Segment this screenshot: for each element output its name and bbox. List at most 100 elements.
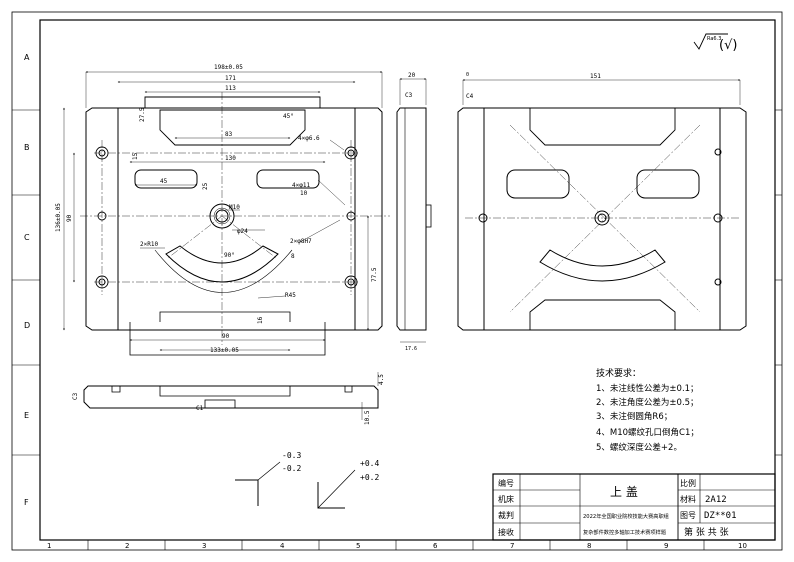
front-slot-left <box>134 169 198 189</box>
dim-text: 2×R10 <box>140 241 158 248</box>
dim-text: 45 <box>160 178 168 185</box>
border-ticks <box>12 109 782 550</box>
dim-text: 0 <box>466 72 469 78</box>
dim-text: 130 <box>225 155 236 162</box>
title-label: 接收 <box>498 527 514 537</box>
dim-text: 90° <box>224 252 235 259</box>
row-label: C <box>24 233 30 242</box>
right-arc-slot <box>539 249 666 282</box>
dim-text: C1 <box>196 405 204 412</box>
front-dim-texts: 198±0.05 171 113 83 27.5 45° 4×φ6.6 130 … <box>55 64 378 354</box>
dim-text: 4×φ11 <box>292 182 310 189</box>
dim-text: 25 <box>202 182 209 190</box>
border-row-labels: A B C D E F <box>24 53 30 507</box>
roughness-symbol: Ra6.3 (√) <box>693 33 737 53</box>
dim-text: 8 <box>291 253 295 260</box>
dim-text: 136±0.05 <box>55 203 62 232</box>
front-outline <box>85 107 383 331</box>
border-col-labels: 1 2 3 4 5 6 7 8 9 10 <box>47 542 747 550</box>
dim-text: 16 <box>257 316 264 324</box>
row-label: D <box>24 321 30 330</box>
tech-item: 5、螺纹深度公差+2。 <box>596 442 682 453</box>
roughness-value: Ra6.3 <box>707 36 721 42</box>
right-outline <box>457 107 747 331</box>
tech-item: 3、未注倒圆角R6； <box>596 411 672 422</box>
scale-label: 比例 <box>680 478 696 488</box>
title-label: 裁判 <box>498 510 514 520</box>
bottom-outline <box>83 385 379 409</box>
tech-item: 1、未注线性公差为±0.1； <box>596 383 699 394</box>
dim-text: 198±0.05 <box>214 64 243 71</box>
dim-text: 27.5 <box>139 107 146 122</box>
col-label: 10 <box>738 542 747 550</box>
dim-text: 151 <box>590 73 601 80</box>
dim-text: C3 <box>72 392 79 400</box>
material-value: 2A12 <box>705 495 727 505</box>
front-holes <box>95 146 358 289</box>
tolerance-lower: +0.2 <box>360 473 379 482</box>
drawing-no-value: DZ**01 <box>704 511 737 521</box>
front-centerlines <box>80 92 390 345</box>
dim-text: 83 <box>225 131 233 138</box>
dim-text: 4.5 <box>378 374 385 385</box>
dim-text: 90 <box>66 214 73 222</box>
col-label: 9 <box>664 542 668 550</box>
title-label: 机床 <box>498 494 514 504</box>
tech-requirements: 技术要求： 1、未注线性公差为±0.1； 2、未注角度公差为±0.5； 3、未注… <box>596 367 699 453</box>
dim-text: 90 <box>222 333 230 340</box>
dim-text: 77.5 <box>371 267 378 282</box>
col-label: 7 <box>510 542 514 550</box>
tolerance-lower: -0.2 <box>282 464 301 473</box>
dim-text: M10 <box>229 204 240 211</box>
dim-text: 10.5 <box>364 410 371 425</box>
side-outline <box>396 107 427 331</box>
dim-text: 113 <box>225 85 236 92</box>
dim-text: 17.6 <box>405 346 417 352</box>
col-label: 5 <box>356 542 360 550</box>
dim-text: C4 <box>466 93 474 100</box>
dim-text: 10 <box>300 190 308 197</box>
competition-line1: 2022年全国职业院校技能大赛高职组 <box>583 512 669 520</box>
row-label: F <box>24 498 29 507</box>
dim-text: 133±0.05 <box>210 347 239 354</box>
row-label: B <box>24 143 30 152</box>
bottom-view: C3 C1 4.5 10.5 <box>72 372 385 425</box>
roughness-suffix: (√) <box>719 38 737 53</box>
dim-text: 45° <box>283 113 294 120</box>
right-slot-left <box>506 169 570 199</box>
material-label: 材料 <box>680 494 696 504</box>
drawing-no-label: 图号 <box>680 511 696 520</box>
tech-item: 4、M10螺纹孔口倒角C1； <box>596 427 699 438</box>
dim-text: C3 <box>405 92 413 99</box>
dim-text: 15 <box>132 152 139 160</box>
sheet-count: 第 张 共 张 <box>684 526 729 538</box>
dim-text: 4×φ6.6 <box>298 135 320 142</box>
title-label: 编号 <box>498 478 514 488</box>
competition-line2: 复杂部件数控多轴加工技术赛项样题 <box>583 528 666 536</box>
col-label: 6 <box>433 542 438 550</box>
front-view: 198±0.05 171 113 83 27.5 45° 4×φ6.6 130 … <box>55 64 390 356</box>
dim-text: φ24 <box>237 228 248 235</box>
tolerance-symbol-left: -0.3 -0.2 <box>235 451 301 506</box>
tech-title: 技术要求： <box>596 367 641 379</box>
tolerance-symbol-right: +0.4 +0.2 <box>317 459 379 509</box>
col-label: 1 <box>47 542 51 550</box>
row-label: A <box>24 53 30 62</box>
row-label: E <box>24 411 29 420</box>
dim-text: 2×φ8H7 <box>290 238 312 245</box>
tech-item: 2、未注角度公差为±0.5； <box>596 397 699 408</box>
part-name: 上 盖 <box>610 485 638 499</box>
dim-text: R45 <box>285 292 296 299</box>
right-view: 151 0 C4 <box>457 72 747 331</box>
col-label: 4 <box>280 542 285 550</box>
front-dim-lines <box>63 71 383 351</box>
front-slot-right <box>256 169 320 189</box>
dim-text: 171 <box>225 75 236 82</box>
dim-text: 20 <box>408 72 416 79</box>
right-slot-right <box>636 169 700 199</box>
col-label: 2 <box>125 542 129 550</box>
col-label: 8 <box>587 542 591 550</box>
side-view: 20 C3 17.6 <box>396 72 432 352</box>
